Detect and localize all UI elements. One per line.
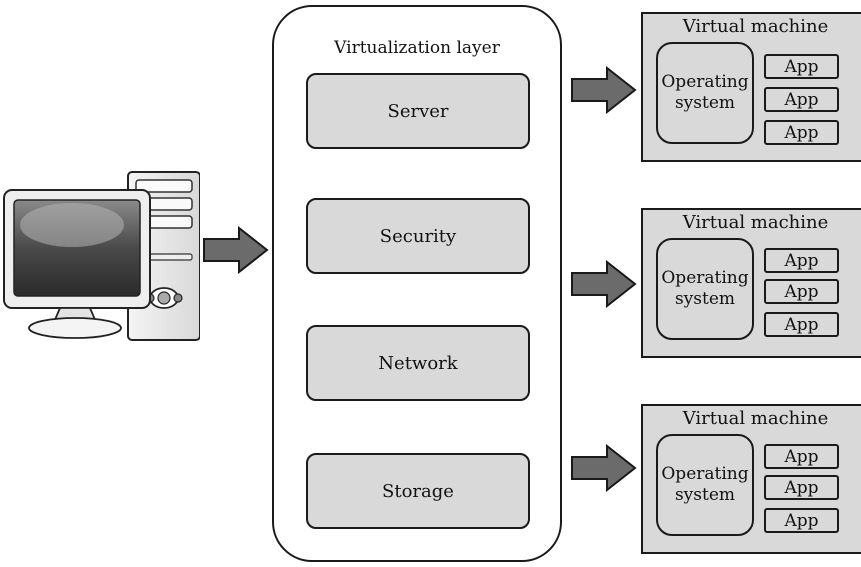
virtual-machine-1: Virtual machine Operating system App App… [641, 12, 861, 162]
app-box: App [764, 279, 839, 304]
operating-system-label-line1: Operating [661, 72, 749, 92]
right-arrow-icon [571, 444, 637, 492]
operating-system-label-line2: system [674, 93, 736, 113]
operating-system-box: Operating system [656, 434, 754, 536]
app-box: App [764, 120, 839, 145]
server-box: Server [306, 73, 530, 149]
app-box: App [764, 87, 839, 112]
operating-system-label-line2: system [674, 289, 736, 309]
app-box: App [764, 508, 839, 533]
right-arrow-icon [571, 66, 637, 114]
virtual-machine-title: Virtual machine [682, 408, 829, 429]
app-box: App [764, 54, 839, 79]
security-box: Security [306, 198, 530, 274]
operating-system-label-line1: Operating [661, 464, 749, 484]
app-box: App [764, 248, 839, 273]
right-arrow-icon [203, 226, 269, 274]
virtualization-layer-title: Virtualization layer [334, 38, 500, 58]
virtual-machine-title: Virtual machine [682, 212, 829, 233]
operating-system-label-line2: system [674, 485, 736, 505]
app-box: App [764, 312, 839, 337]
operating-system-label-line1: Operating [661, 268, 749, 288]
virtual-machine-title: Virtual machine [682, 16, 829, 37]
operating-system-box: Operating system [656, 42, 754, 144]
virtual-machine-2: Virtual machine Operating system App App… [641, 208, 861, 358]
network-box: Network [306, 325, 530, 401]
operating-system-box: Operating system [656, 238, 754, 340]
virtual-machine-3: Virtual machine Operating system App App… [641, 404, 861, 554]
right-arrow-icon [571, 260, 637, 308]
storage-box: Storage [306, 453, 530, 529]
app-box: App [764, 444, 839, 469]
desktop-computer-icon [3, 171, 200, 341]
app-box: App [764, 475, 839, 500]
